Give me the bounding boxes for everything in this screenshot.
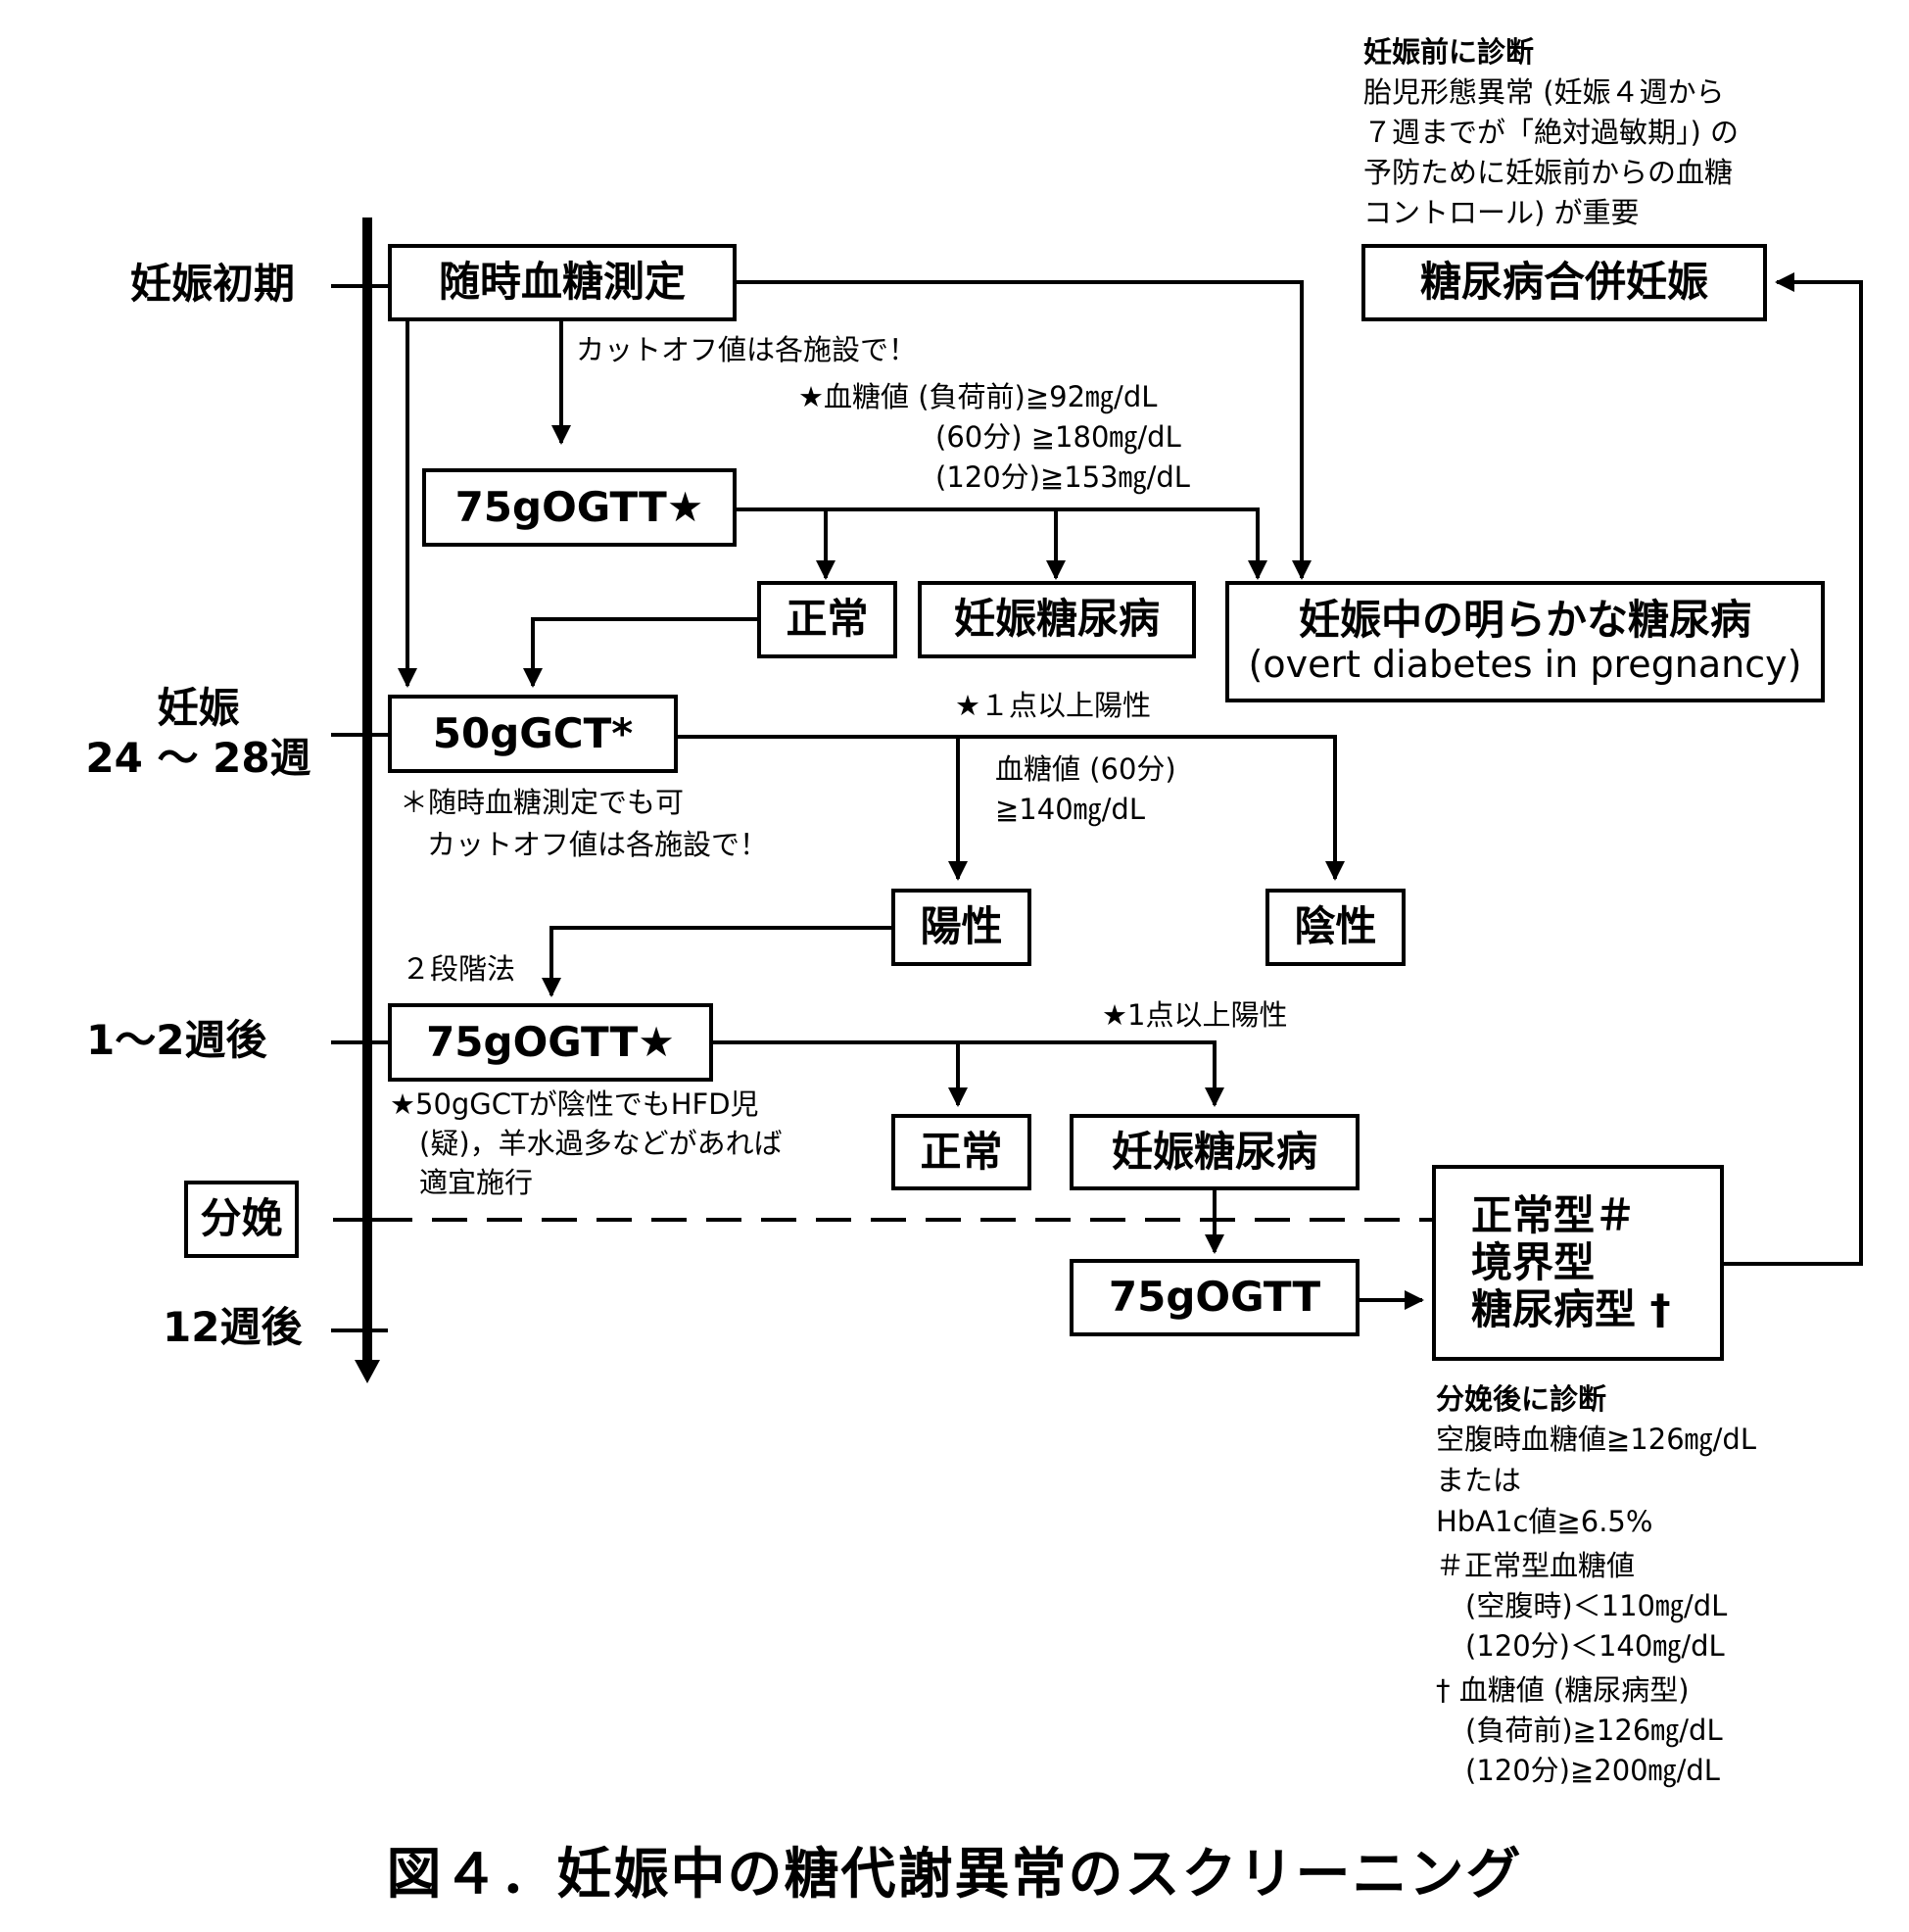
box-postpartum-result: 正常型＃ 境界型 糖尿病型 † bbox=[1432, 1165, 1724, 1361]
result-borderline-type: 境界型 bbox=[1471, 1237, 1596, 1286]
label-ogtt-note-3: 適宜施行 bbox=[419, 1166, 534, 1199]
label-criteria-2: (60分) ≧180㎎/dL bbox=[935, 420, 1181, 454]
delivery-label: 分娩 bbox=[200, 1194, 283, 1243]
timeline-box-delivery: 分娩 bbox=[184, 1181, 299, 1258]
arrow-random-to-overt bbox=[737, 280, 1312, 580]
branch-gct bbox=[678, 735, 1345, 881]
box-ogtt-followup-label: 75gOGTT★ bbox=[426, 1017, 675, 1066]
box-gct-label: 50gGCT* bbox=[432, 708, 634, 757]
box-overt-line1: 妊娠中の明らかな糖尿病 bbox=[1298, 596, 1751, 644]
label-criteria-3: (120分)≧153㎎/dL bbox=[935, 460, 1190, 494]
arrow-result-to-pregestational bbox=[1724, 272, 1863, 1266]
box-normal-early: 正常 bbox=[757, 581, 897, 658]
label-gct-criteria-1: 血糖値 (60分) bbox=[995, 752, 1176, 786]
timeline-label-early: 妊娠初期 bbox=[130, 260, 296, 308]
box-gdm-early: 妊娠糖尿病 bbox=[918, 581, 1196, 658]
box-overt-line2: (overt diabetes in pregnancy) bbox=[1248, 643, 1802, 687]
label-one-point-positive-1: ★１点以上陽性 bbox=[955, 689, 1151, 722]
box-random-glucose: 随時血糖測定 bbox=[388, 244, 737, 321]
branch-ogtt-early bbox=[737, 507, 1267, 580]
box-negative-label: 陰性 bbox=[1294, 902, 1377, 951]
box-pregestational-label: 糖尿病合併妊娠 bbox=[1419, 258, 1708, 307]
label-gct-note-1: ＊随時血糖測定でも可 bbox=[400, 786, 685, 819]
label-gct-criteria-2: ≧140㎎/dL bbox=[995, 793, 1145, 826]
box-random-glucose-label: 随時血糖測定 bbox=[438, 258, 686, 307]
timeline-axis-arrowhead bbox=[355, 1360, 380, 1383]
label-ogtt-note-1: ★50gGCTが陰性でもHFD児 bbox=[390, 1087, 759, 1121]
timeline-label-12weeks: 12週後 bbox=[163, 1303, 303, 1351]
label-criteria-1: ★血糖値 (負荷前)≧92㎎/dL bbox=[798, 380, 1158, 413]
figure-caption: 図４．妊娠中の糖代謝異常のスクリーニング bbox=[386, 1843, 1523, 1907]
box-gct: 50gGCT* bbox=[388, 695, 678, 773]
pre-note-line2: ７週までが「絶対過敏期」) の bbox=[1363, 116, 1740, 149]
box-positive-label: 陽性 bbox=[920, 902, 1003, 951]
pre-note-line1: 胎児形態異常 (妊娠４週から bbox=[1363, 75, 1725, 109]
post-note-heading: 分娩後に診断 bbox=[1436, 1382, 1607, 1416]
pre-note-line4: コントロール) が重要 bbox=[1363, 196, 1640, 229]
label-one-point-positive-2: ★1点以上陽性 bbox=[1102, 998, 1288, 1032]
box-gdm-followup-label: 妊娠糖尿病 bbox=[1111, 1127, 1317, 1176]
timeline-label-mid-2: 24 ～ 28週 bbox=[85, 734, 311, 782]
box-normal-followup: 正常 bbox=[891, 1114, 1031, 1190]
label-two-step: ２段階法 bbox=[402, 952, 516, 986]
box-ogtt-postpartum: 75gOGTT bbox=[1070, 1259, 1360, 1336]
box-gdm-followup: 妊娠糖尿病 bbox=[1070, 1114, 1360, 1190]
box-pregestational-diabetes: 糖尿病合併妊娠 bbox=[1361, 244, 1767, 321]
box-overt-diabetes: 妊娠中の明らかな糖尿病 (overt diabetes in pregnancy… bbox=[1225, 581, 1825, 702]
post-note-line1: 空腹時血糖値≧126㎎/dL bbox=[1436, 1423, 1756, 1456]
post-note-line8: (負荷前)≧126㎎/dL bbox=[1465, 1714, 1723, 1747]
arrow-normal-to-gct bbox=[523, 617, 757, 688]
post-note-line7: † 血糖値 (糖尿病型) bbox=[1436, 1673, 1690, 1707]
timeline-label-followup: 1～2週後 bbox=[86, 1016, 267, 1064]
box-ogtt-early: 75gOGTT★ bbox=[422, 468, 737, 547]
result-normal-type: 正常型＃ bbox=[1471, 1190, 1637, 1239]
post-note-line9: (120分)≧200㎎/dL bbox=[1465, 1754, 1720, 1787]
label-cutoff-1: カットオフ値は各施設で！ bbox=[576, 333, 918, 366]
pre-note-heading: 妊娠前に診断 bbox=[1363, 35, 1535, 69]
box-ogtt-early-label: 75gOGTT★ bbox=[454, 482, 704, 531]
post-note-line5: (空腹時)＜110㎎/dL bbox=[1465, 1589, 1728, 1622]
label-gct-note-2: カットオフ値は各施設で！ bbox=[427, 828, 769, 861]
box-positive: 陽性 bbox=[891, 889, 1031, 966]
box-gdm-early-label: 妊娠糖尿病 bbox=[953, 595, 1160, 644]
arrow-positive-to-ogtt bbox=[542, 926, 891, 997]
pre-note-line3: 予防ために妊娠前からの血糖 bbox=[1363, 156, 1734, 189]
post-note-line2: または bbox=[1436, 1464, 1522, 1497]
box-normal-followup-label: 正常 bbox=[920, 1127, 1003, 1176]
box-negative: 陰性 bbox=[1265, 889, 1406, 966]
post-note-line6: (120分)＜140㎎/dL bbox=[1465, 1629, 1725, 1663]
timeline-label-mid-1: 妊娠 bbox=[157, 684, 240, 732]
post-note-line4: ＃正常型血糖値 bbox=[1436, 1549, 1636, 1582]
label-ogtt-note-2: (疑)，羊水過多などがあれば bbox=[419, 1127, 783, 1160]
branch-ogtt-followup bbox=[713, 1040, 1224, 1107]
box-normal-early-label: 正常 bbox=[786, 595, 869, 644]
post-note-line3: HbA1c値≧6.5% bbox=[1436, 1505, 1653, 1538]
box-ogtt-followup: 75gOGTT★ bbox=[388, 1003, 713, 1082]
box-ogtt-postpartum-label: 75gOGTT bbox=[1108, 1273, 1321, 1322]
result-diabetic-type: 糖尿病型 † bbox=[1471, 1285, 1671, 1334]
